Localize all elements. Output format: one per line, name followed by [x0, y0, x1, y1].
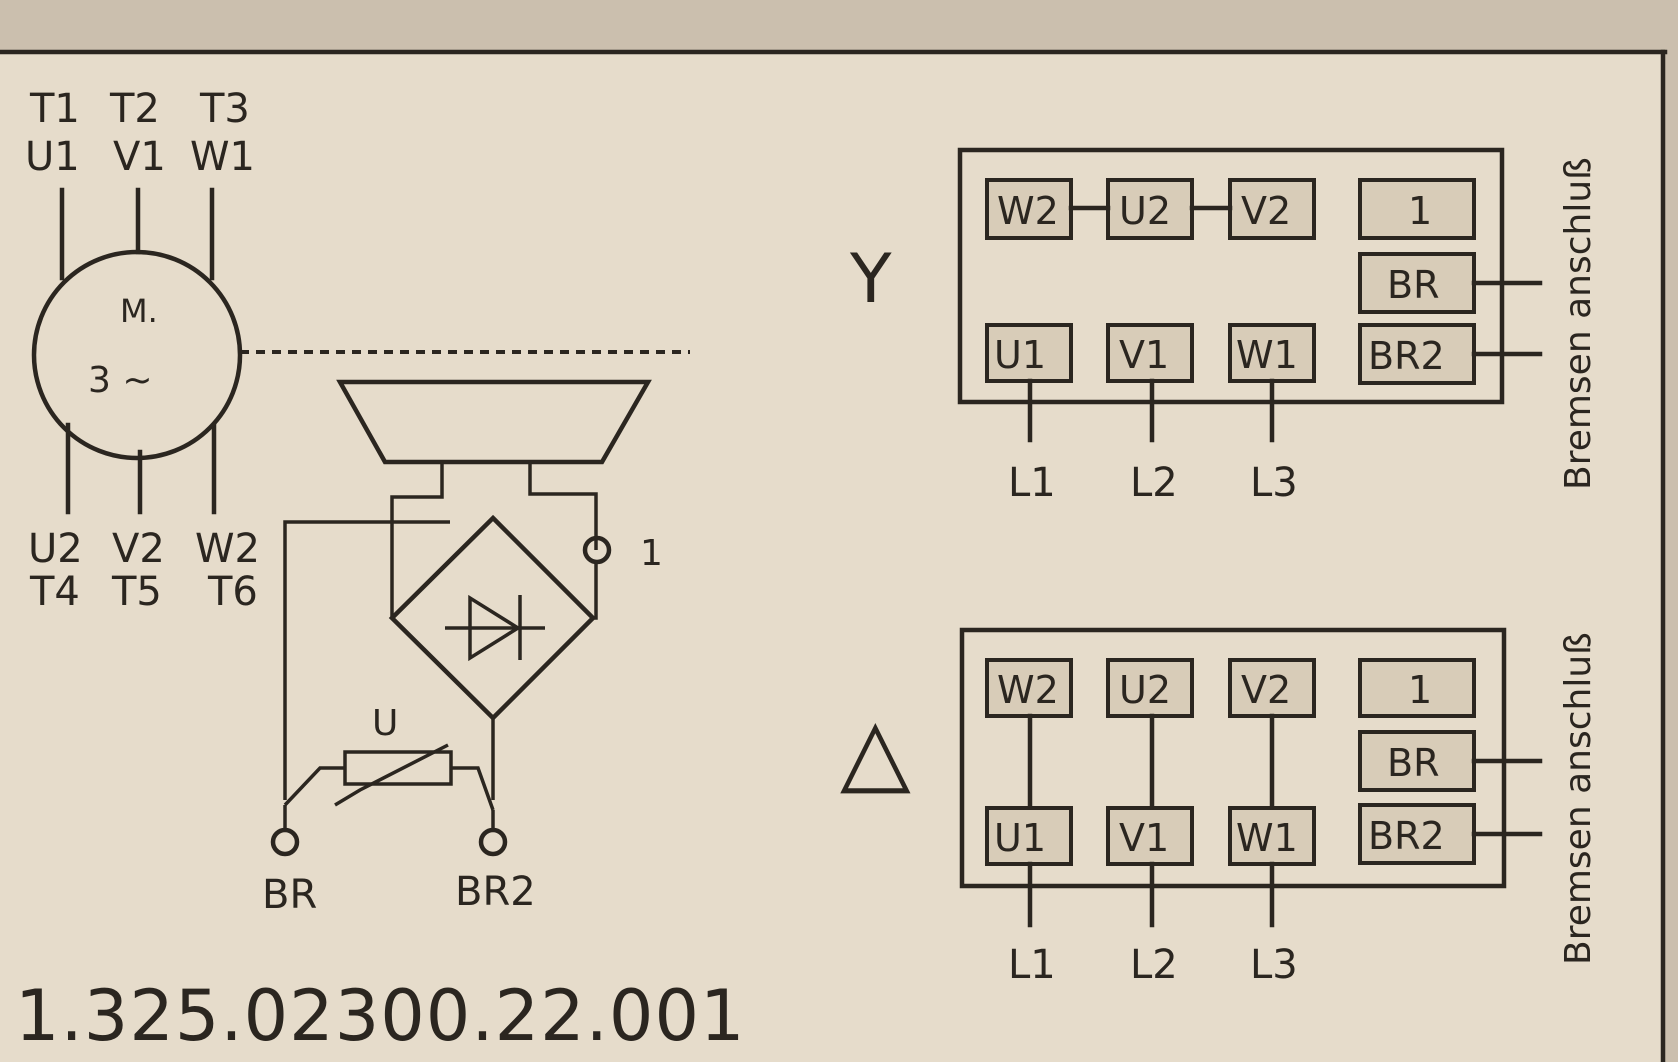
delta-terminal-board	[959, 627, 1507, 889]
star-terminal-w2-label: W2	[997, 189, 1059, 233]
delta-connection-block: △ W2 U2 V2 1 BR BR2 U1 V1 W1 L1 L2	[840, 627, 1599, 988]
delta-line-l1-label: L1	[1008, 942, 1056, 988]
delta-terminal-w1-label: W1	[1236, 816, 1298, 860]
motor-label-t6: T6	[207, 569, 258, 615]
delta-terminal-br-label: BR	[1387, 741, 1439, 785]
delta-symbol: △	[840, 697, 911, 804]
star-terminal-1-label: 1	[1408, 189, 1432, 233]
star-symbol: Y	[849, 240, 892, 319]
motor-label-t5: T5	[111, 569, 162, 615]
delta-terminal-br2-label: BR2	[1368, 814, 1445, 858]
star-connection-block: Y W2 U2 V2 1 BR BR2 U1 V1 W1 L1 L2 L3	[849, 147, 1599, 506]
varistor-lead-right	[451, 766, 495, 811]
delta-terminal-u2-label: U2	[1119, 668, 1171, 712]
star-terminal-1	[1358, 178, 1476, 240]
motor-label-v2: V2	[112, 526, 165, 572]
brake-coil-symbol	[336, 379, 652, 465]
motor-label-u1: U1	[25, 134, 80, 180]
motor-label-w2: W2	[195, 526, 260, 572]
delta-brake-connection-label: Bremsen anschluß	[1558, 632, 1599, 965]
star-terminal-br-label: BR	[1387, 263, 1439, 307]
delta-terminal-v1	[1106, 806, 1194, 866]
star-terminal-w1-label: W1	[1236, 333, 1298, 377]
star-terminal-v2	[1228, 178, 1316, 240]
delta-terminal-1-label: 1	[1408, 668, 1432, 712]
br2-terminal-label: BR2	[455, 869, 536, 915]
motor-symbol-phase: 3 ~	[88, 360, 153, 401]
motor-label-u2: U2	[28, 526, 83, 572]
delta-terminal-v2-label: V2	[1241, 668, 1291, 712]
delta-line-l2-label: L2	[1130, 942, 1178, 988]
star-line-l1-label: L1	[1008, 460, 1056, 506]
star-brake-connection-label: Bremsen anschluß	[1558, 157, 1599, 490]
star-terminal-v1	[1106, 323, 1194, 383]
delta-terminal-v1-label: V1	[1119, 816, 1169, 860]
varistor-lead-left	[283, 766, 345, 807]
star-terminal-br2-label: BR2	[1368, 334, 1445, 378]
motor-label-t1: T1	[29, 86, 80, 132]
motor-label-w1: W1	[190, 134, 255, 180]
star-line-l2-label: L2	[1130, 460, 1178, 506]
star-terminal-u2-label: U2	[1119, 189, 1171, 233]
motor-label-t2: T2	[109, 86, 160, 132]
motor-symbol-letter: M.	[120, 292, 158, 330]
terminal-1-label: 1	[640, 533, 663, 574]
varistor-label: U	[372, 703, 398, 744]
motor-label-t4: T4	[29, 569, 80, 615]
brake-rectifier-section: 1 U BR BR2	[262, 379, 663, 918]
star-terminal-u1-label: U1	[994, 333, 1046, 377]
motor-label-v1: V1	[113, 134, 166, 180]
coil-wire-right	[528, 462, 598, 550]
star-terminal-br2	[1358, 323, 1476, 385]
star-terminal-v1-label: V1	[1119, 333, 1169, 377]
motor-section: T1 T2 T3 U1 V1 W1 M. 3 ~ U2 V2 W2 T4 T5 …	[25, 86, 690, 615]
star-terminal-board	[957, 147, 1505, 405]
delta-terminal-w2	[985, 658, 1073, 718]
br-terminal-label: BR	[262, 872, 317, 918]
delta-terminal-br	[1358, 730, 1476, 792]
coil-wire-left	[390, 462, 444, 520]
delta-terminal-w2-label: W2	[997, 668, 1059, 712]
wire-to-br	[283, 520, 450, 800]
motor-symbol-circle	[31, 249, 243, 461]
star-terminal-br	[1358, 252, 1476, 314]
delta-terminal-w1	[1228, 806, 1316, 866]
diode-triangle	[468, 594, 522, 662]
part-number: 1.325.02300.22.001	[15, 975, 746, 1057]
star-line-l3-label: L3	[1250, 460, 1298, 506]
rectifier-right-wire	[593, 562, 598, 620]
varistor-slash	[334, 743, 449, 807]
delta-terminal-u2	[1106, 658, 1194, 718]
delta-line-l3-label: L3	[1250, 942, 1298, 988]
star-terminal-v2-label: V2	[1241, 189, 1291, 233]
delta-terminal-1	[1358, 658, 1476, 718]
motor-label-t3: T3	[199, 86, 250, 132]
delta-terminal-u1-label: U1	[994, 816, 1046, 860]
delta-terminal-br2	[1358, 803, 1476, 865]
delta-terminal-u1	[985, 806, 1073, 866]
